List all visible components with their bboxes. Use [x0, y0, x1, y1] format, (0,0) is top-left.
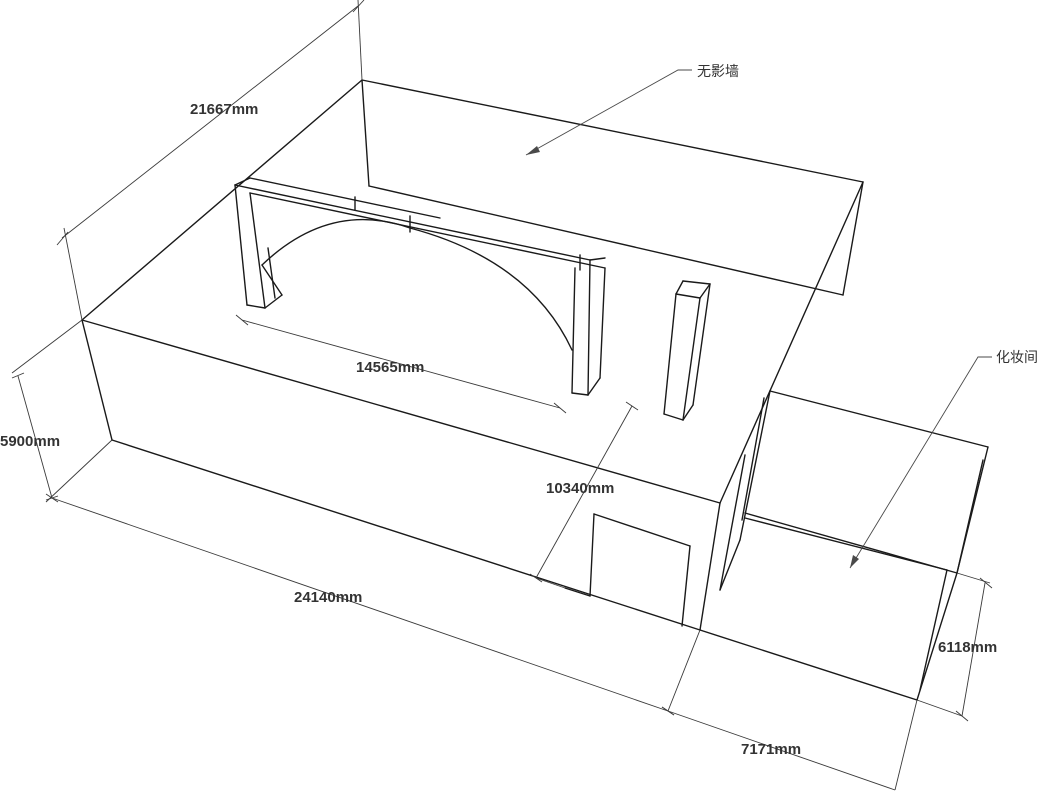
arch-frame [234, 177, 606, 396]
dim-label-length-top: 21667mm [190, 101, 258, 118]
dim-label-length-front: 24140mm [294, 589, 362, 606]
label-dressing-room: 化妆间 [996, 350, 1038, 366]
main-studio-box [81, 79, 864, 631]
dressing-room-box [699, 390, 989, 701]
label-cyclorama-wall: 无影墙 [697, 64, 739, 80]
dimension-lines [11, 0, 993, 791]
wall-opening [719, 390, 771, 591]
dim-label-height: 5900mm [0, 433, 60, 450]
leader-lines [525, 69, 992, 569]
pillar [663, 280, 711, 421]
dim-label-room-depth: 6118mm [938, 639, 997, 656]
dim-label-arch-span: 14565mm [356, 359, 424, 376]
dim-label-room-length: 7171mm [741, 741, 801, 758]
door [564, 513, 691, 627]
dim-label-depth: 10340mm [546, 480, 614, 497]
